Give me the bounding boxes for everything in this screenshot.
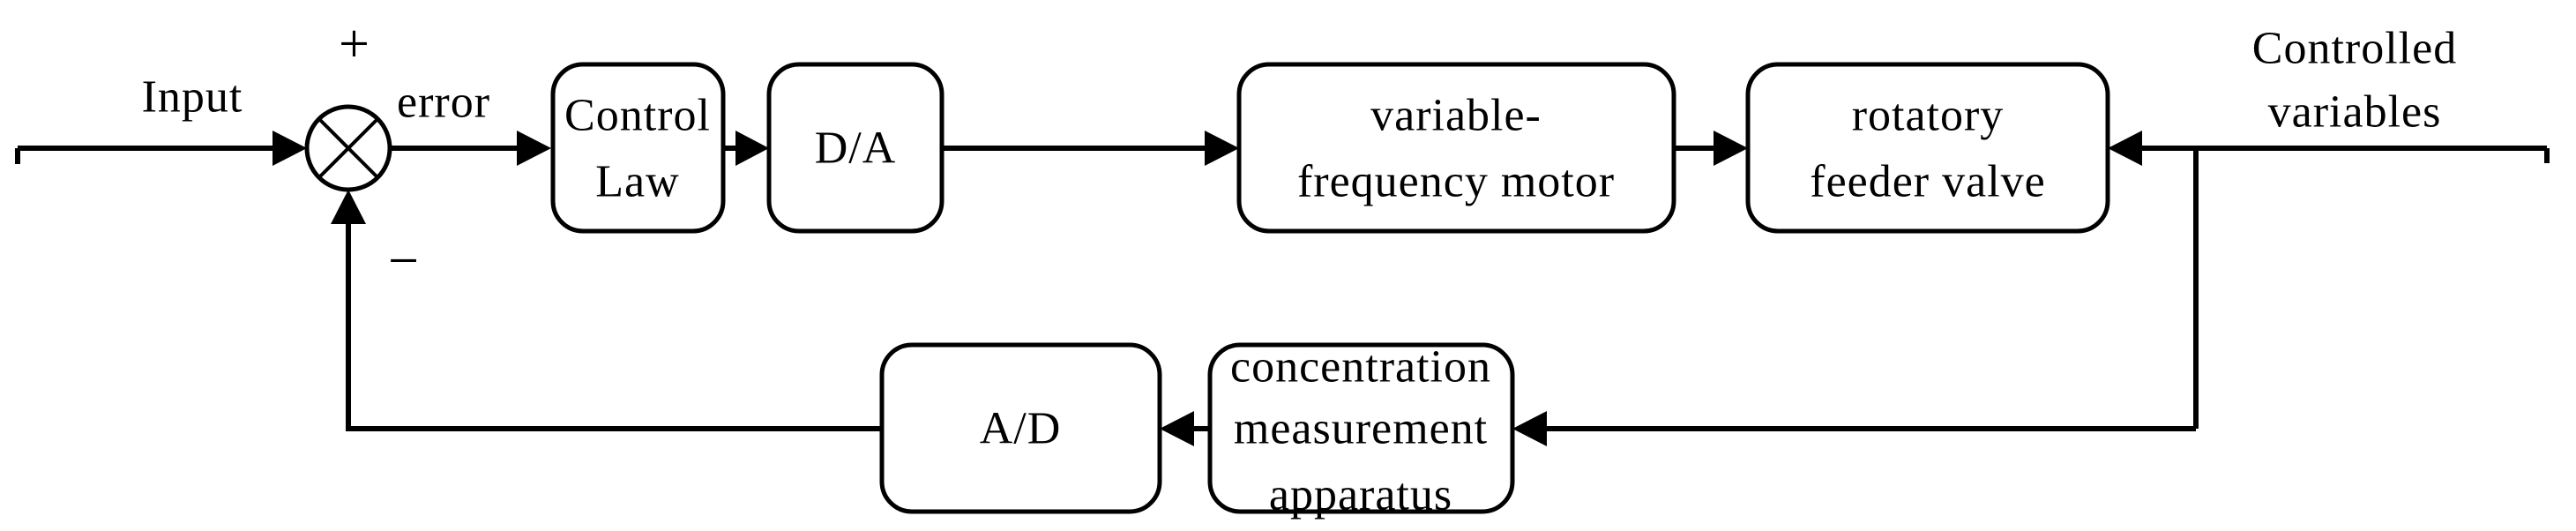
arrowhead-into-sensor: [1512, 411, 1547, 446]
control-law-box: [550, 62, 726, 234]
blocks: [550, 62, 2110, 514]
diagram-text: Input + error − Controlled variables Con…: [142, 14, 2457, 520]
control-law-label-line2: Law: [595, 157, 679, 207]
control-law-label-line1: Control: [564, 91, 711, 141]
valve-label-line1: rotatory: [1852, 91, 2005, 141]
error-label: error: [397, 78, 490, 128]
arrowhead-into-control-law: [517, 131, 551, 166]
minus-sign-label: −: [388, 231, 420, 291]
controlled-variables-label-line1: Controlled: [2252, 24, 2457, 74]
sensor-label-line1: concentration: [1230, 342, 1491, 393]
arrowhead-into-motor: [1205, 131, 1239, 166]
arrowhead-into-valve-right: [2108, 131, 2142, 166]
input-wire: [15, 146, 275, 164]
feedback-return-wire: [346, 221, 882, 431]
valve-box: [1745, 62, 2110, 234]
summing-junction-cross-icon: [317, 117, 379, 179]
controlled-variables-wire: [2139, 146, 2550, 163]
summing-junction: [304, 104, 392, 192]
motor-label-line2: frequency motor: [1297, 157, 1615, 207]
sensor-label-line2: measurement: [1234, 404, 1488, 454]
arrowhead-into-da: [735, 131, 769, 166]
arrowhead-into-summing-junction-bottom: [331, 190, 366, 224]
ad-converter-label: A/D: [980, 404, 1062, 454]
feedback-tap-wire: [1544, 148, 2199, 431]
arrowhead-into-valve-left: [1714, 131, 1748, 166]
controlled-variables-label-line2: variables: [2268, 87, 2442, 138]
plus-sign-label: +: [339, 14, 370, 74]
input-label: Input: [142, 72, 243, 123]
da-converter-label: D/A: [815, 123, 897, 174]
motor-box: [1236, 62, 1676, 234]
sensor-label-line3: apparatus: [1269, 470, 1452, 520]
valve-label-line2: feeder valve: [1810, 157, 2045, 207]
ad-converter-box: [879, 342, 1162, 514]
wires: [15, 131, 2550, 446]
arrowhead-into-ad: [1160, 411, 1194, 446]
sensor-box: [1207, 342, 1515, 514]
da-converter-box: [766, 62, 945, 234]
arrowhead-into-summing-junction: [273, 131, 307, 166]
motor-label-line1: variable-: [1370, 91, 1542, 141]
